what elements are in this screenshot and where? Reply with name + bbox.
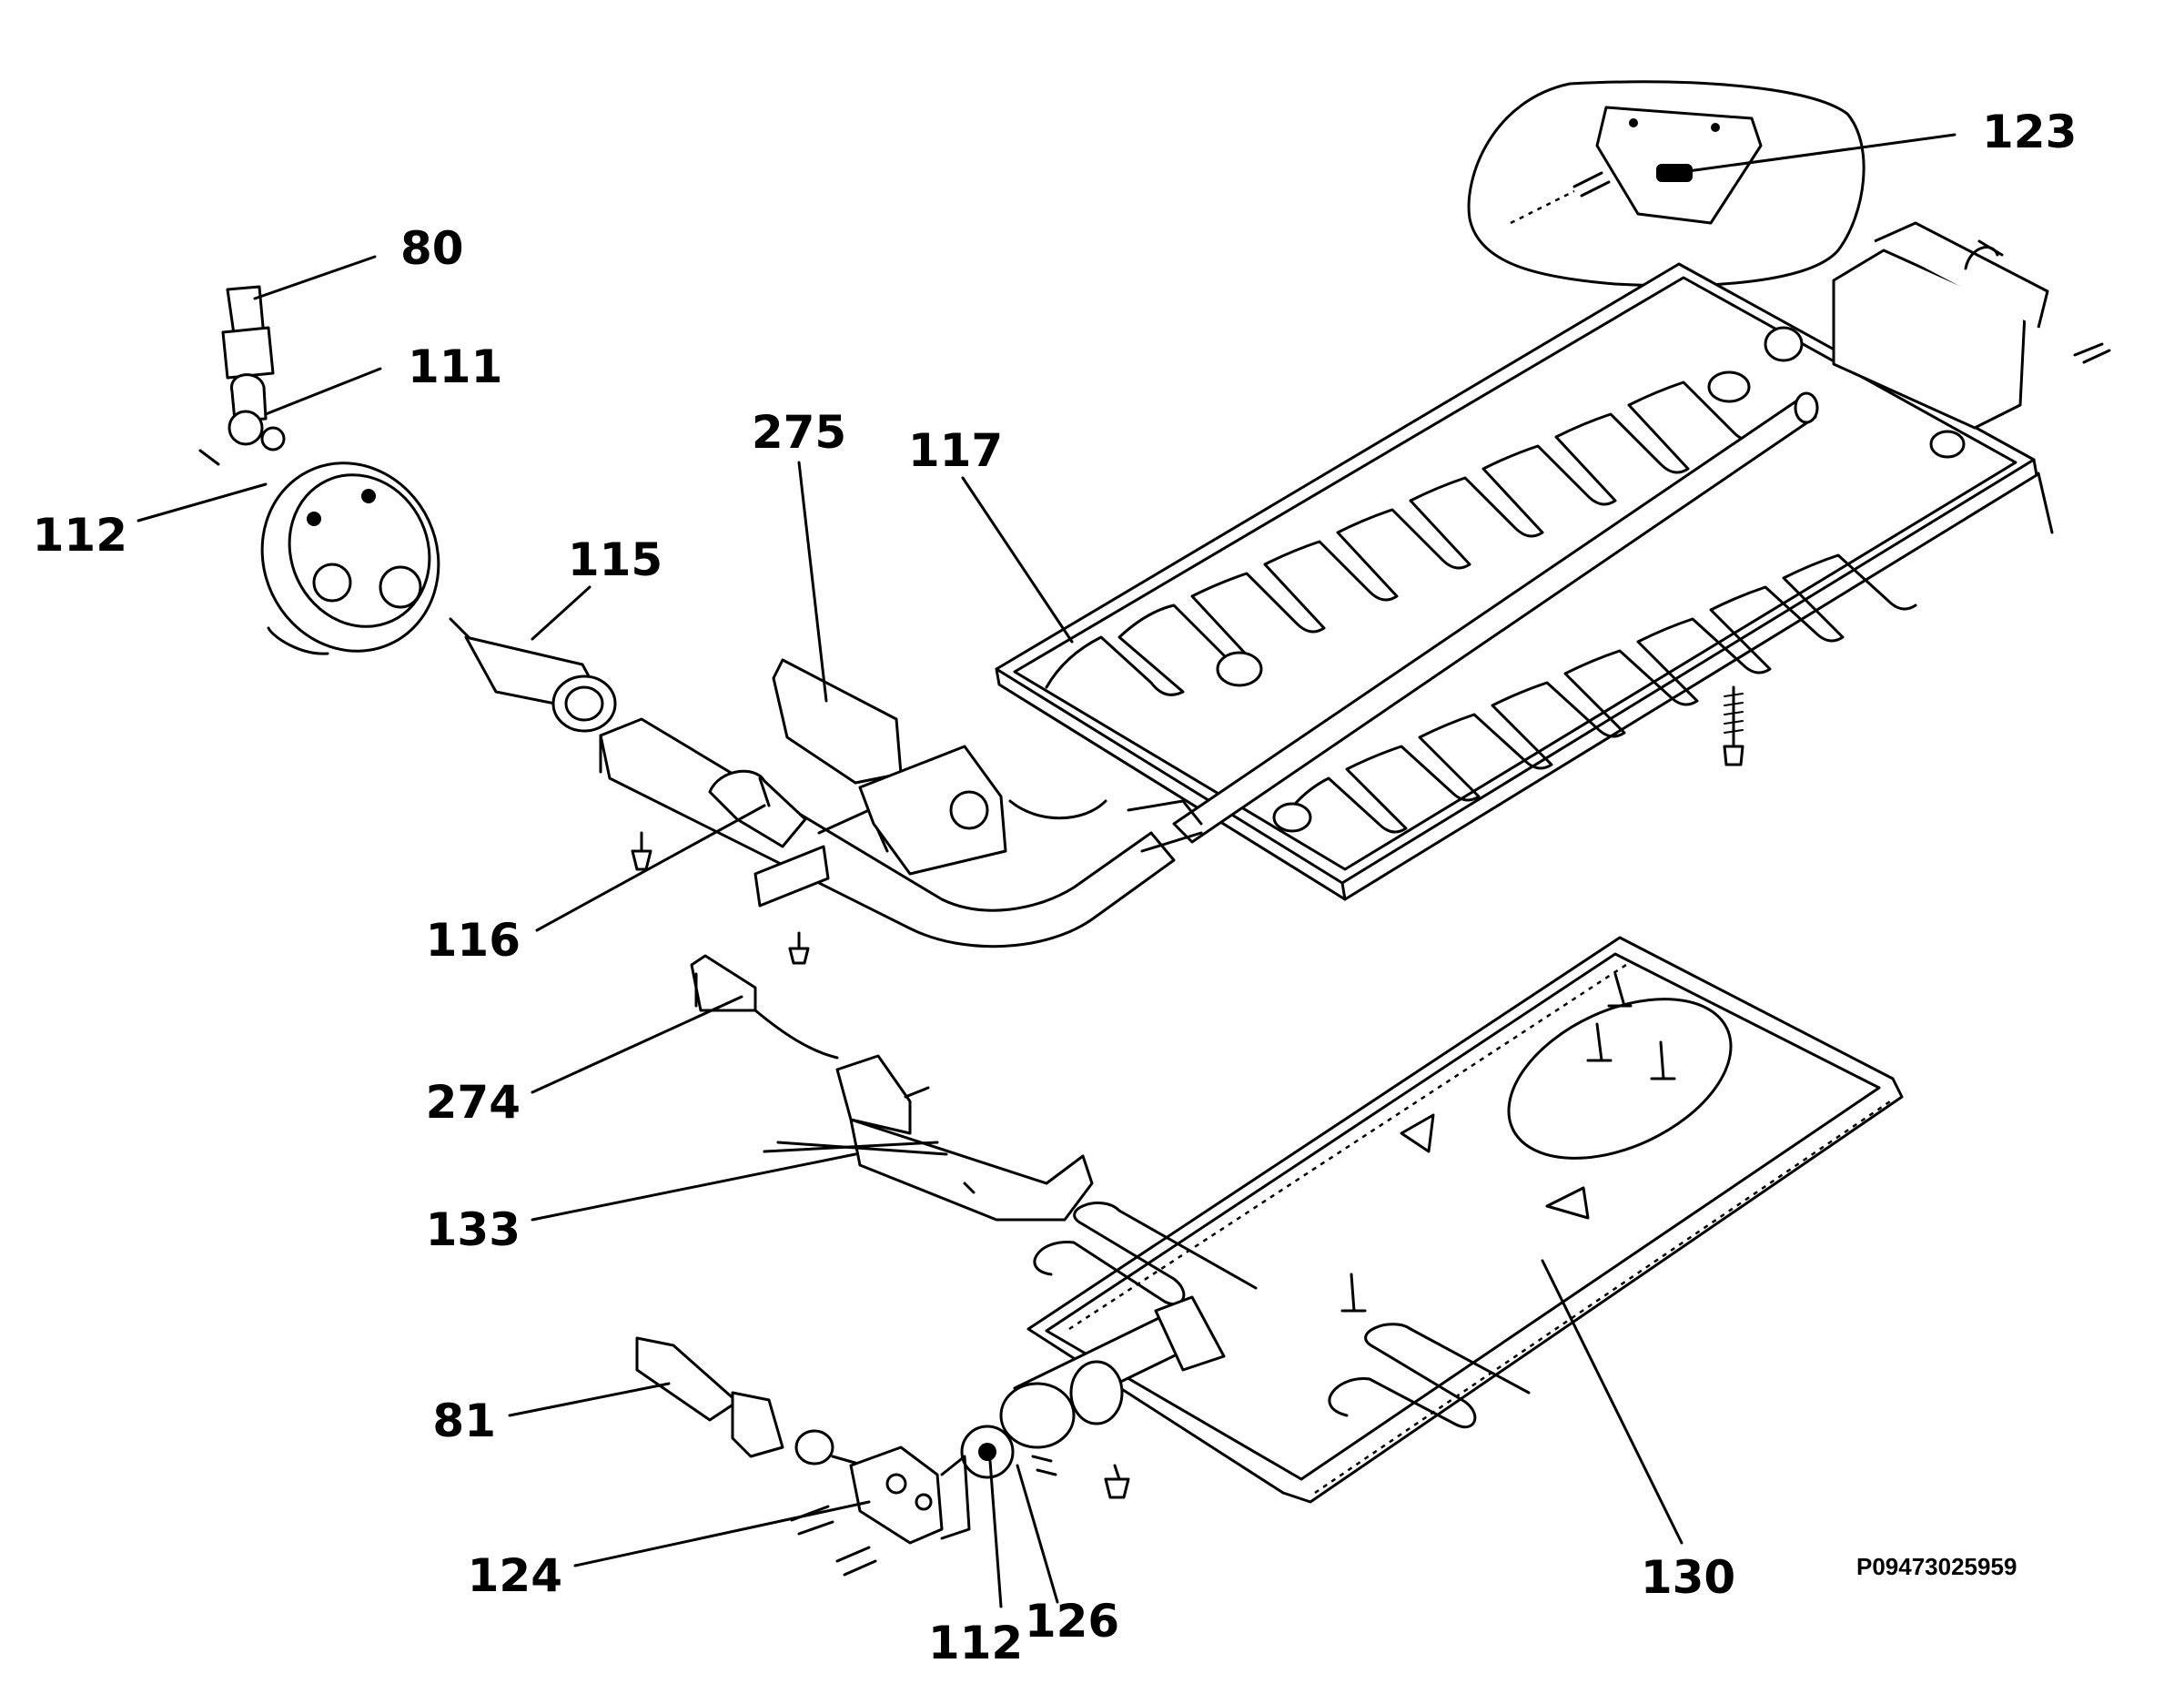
callout-115: 115 (568, 533, 662, 586)
burner-control-assembly (198, 285, 440, 655)
callout-126: 126 (1025, 1595, 1119, 1648)
callout-112-bottom: 112 (928, 1617, 1023, 1669)
reference-code: P09473025959 (1856, 1553, 2017, 1580)
grill-burner-tray (995, 221, 2111, 901)
callout-81: 81 (432, 1395, 496, 1447)
callout-123: 123 (1982, 106, 2077, 158)
lower-burner-plate (960, 936, 1904, 1504)
electrode-bracket-assembly (690, 954, 1094, 1222)
callout-275: 275 (752, 406, 846, 459)
callout-116: 116 (426, 914, 521, 967)
gas-pipe-assembly (635, 1336, 971, 1577)
callout-labels: 80 111 112 115 275 117 123 116 274 133 8… (33, 106, 2078, 1669)
leader-lines (136, 133, 1956, 1608)
callout-117: 117 (908, 424, 1003, 477)
callout-111: 111 (408, 340, 502, 393)
callout-274: 274 (426, 1076, 521, 1129)
callout-112-top: 112 (33, 509, 127, 562)
callout-130: 130 (1641, 1551, 1735, 1604)
detail-inset-bracket (1467, 80, 1866, 288)
callout-133: 133 (426, 1203, 521, 1256)
callout-124: 124 (468, 1549, 562, 1602)
callout-80: 80 (400, 222, 464, 275)
